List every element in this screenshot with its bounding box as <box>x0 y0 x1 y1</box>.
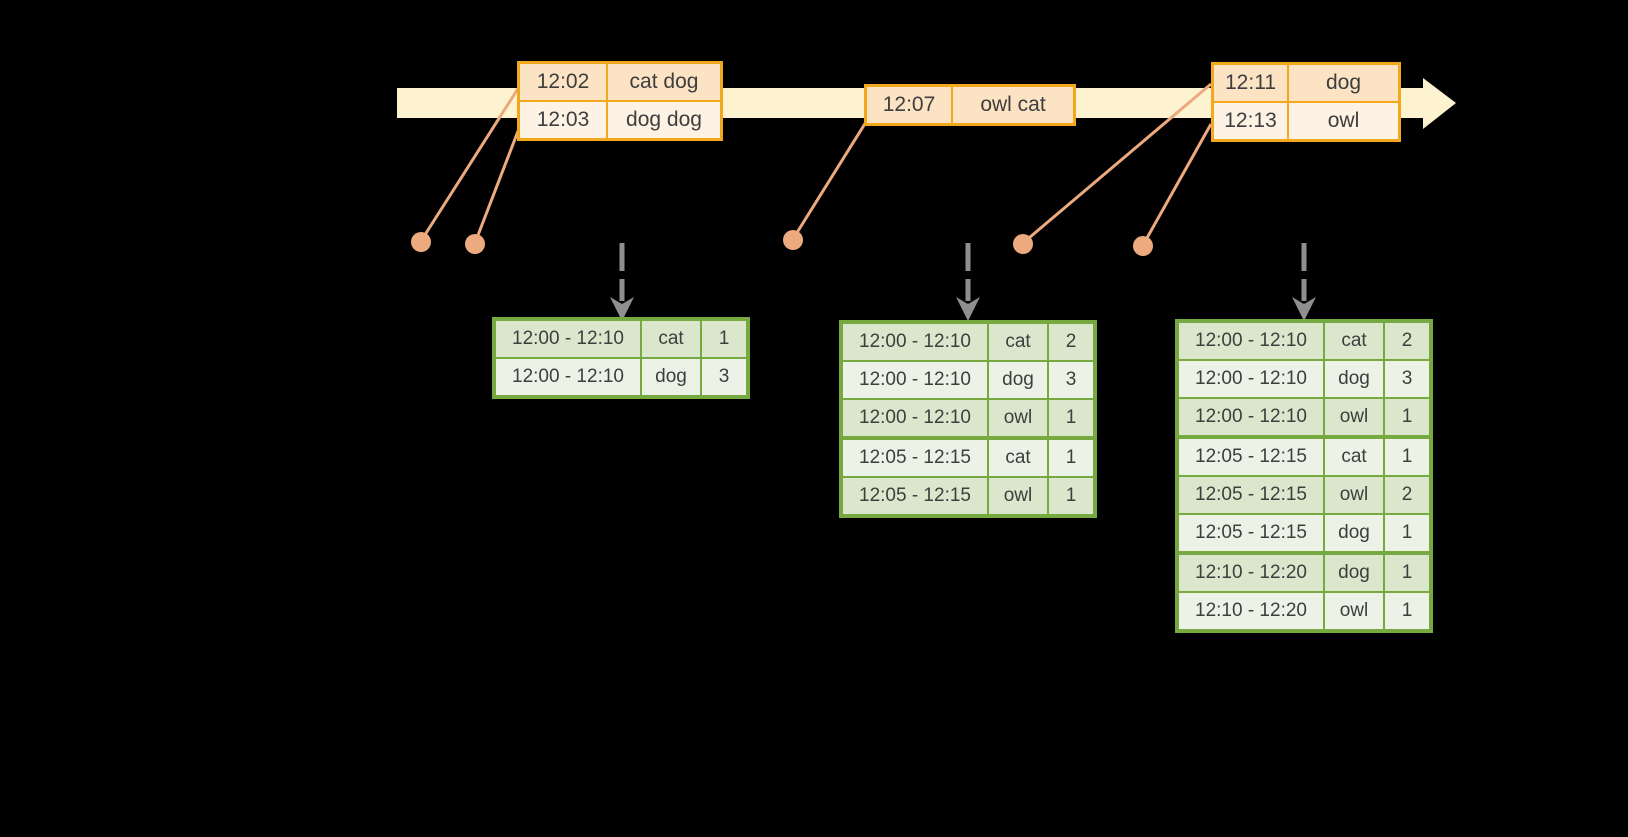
count-cell: 1 <box>1385 439 1429 475</box>
word-cell: cat <box>989 440 1049 476</box>
word-cell: cat <box>1325 439 1385 475</box>
trigger-arrowhead-icon <box>1292 297 1316 321</box>
count-cell: 1 <box>1385 555 1429 591</box>
event-row: 12:02 cat dog <box>520 64 720 100</box>
trigger-arrowhead-icon <box>610 297 634 321</box>
event-table-1: 12:02 cat dog 12:03 dog dog <box>517 61 723 141</box>
word-cell: owl <box>1325 399 1385 435</box>
event-row: 12:11 dog <box>1214 65 1398 101</box>
count-cell: 3 <box>1385 361 1429 397</box>
result-row: 12:00 - 12:10 dog 3 <box>496 357 746 395</box>
event-connector-line <box>1022 82 1212 245</box>
result-table-3: 12:00 - 12:10 cat 2 12:00 - 12:10 dog 3 … <box>1175 319 1433 633</box>
window-cell: 12:00 - 12:10 <box>843 400 989 436</box>
event-dot-icon <box>411 232 431 252</box>
result-row: 12:10 - 12:20 owl 1 <box>1179 591 1429 629</box>
count-cell: 1 <box>1049 400 1093 436</box>
window-cell: 12:05 - 12:15 <box>843 440 989 476</box>
result-row: 12:05 - 12:15 owl 1 <box>843 476 1093 514</box>
event-time-cell: 12:03 <box>520 102 608 138</box>
word-cell: dog <box>1325 555 1385 591</box>
count-cell: 3 <box>702 359 746 395</box>
word-cell: owl <box>1325 593 1385 629</box>
result-row: 12:05 - 12:15 dog 1 <box>1179 513 1429 551</box>
word-cell: cat <box>989 324 1049 360</box>
word-cell: cat <box>642 321 702 357</box>
event-dot-icon <box>783 230 803 250</box>
window-cell: 12:10 - 12:20 <box>1179 593 1325 629</box>
count-cell: 1 <box>1385 593 1429 629</box>
result-row: 12:00 - 12:10 cat 2 <box>1179 323 1429 359</box>
window-cell: 12:10 - 12:20 <box>1179 555 1325 591</box>
count-cell: 2 <box>1385 477 1429 513</box>
window-cell: 12:05 - 12:15 <box>1179 515 1325 551</box>
result-row: 12:00 - 12:10 dog 3 <box>1179 359 1429 397</box>
event-dot-icon <box>465 234 485 254</box>
window-cell: 12:00 - 12:10 <box>843 324 989 360</box>
event-dot-icon <box>1133 236 1153 256</box>
event-connector-line <box>473 125 522 244</box>
result-row: 12:00 - 12:10 cat 1 <box>496 321 746 357</box>
event-words-cell: dog dog <box>608 102 720 138</box>
result-table-1: 12:00 - 12:10 cat 1 12:00 - 12:10 dog 3 <box>492 317 750 399</box>
result-table-2: 12:00 - 12:10 cat 2 12:00 - 12:10 dog 3 … <box>839 320 1097 518</box>
event-time-cell: 12:13 <box>1214 103 1289 139</box>
event-connector-line <box>791 121 868 240</box>
word-cell: dog <box>1325 361 1385 397</box>
result-row: 12:05 - 12:15 cat 1 <box>843 436 1093 476</box>
count-cell: 1 <box>1385 399 1429 435</box>
event-row: 12:13 owl <box>1214 101 1398 139</box>
count-cell: 2 <box>1385 323 1429 359</box>
word-cell: owl <box>989 478 1049 514</box>
count-cell: 1 <box>702 321 746 357</box>
event-words-cell: cat dog <box>608 64 720 100</box>
count-cell: 3 <box>1049 362 1093 398</box>
result-row: 12:00 - 12:10 owl 1 <box>843 398 1093 436</box>
event-connector-line <box>1141 123 1213 246</box>
window-cell: 12:05 - 12:15 <box>1179 477 1325 513</box>
event-words-cell: owl cat <box>953 87 1073 123</box>
window-cell: 12:00 - 12:10 <box>1179 361 1325 397</box>
event-table-3: 12:11 dog 12:13 owl <box>1211 62 1401 142</box>
count-cell: 1 <box>1049 440 1093 476</box>
window-cell: 12:00 - 12:10 <box>1179 323 1325 359</box>
window-cell: 12:00 - 12:10 <box>496 321 642 357</box>
count-cell: 2 <box>1049 324 1093 360</box>
event-table-2: 12:07 owl cat <box>864 84 1076 126</box>
window-cell: 12:05 - 12:15 <box>1179 439 1325 475</box>
word-cell: dog <box>989 362 1049 398</box>
event-row: 12:07 owl cat <box>867 87 1073 123</box>
window-cell: 12:00 - 12:10 <box>1179 399 1325 435</box>
word-cell: owl <box>989 400 1049 436</box>
event-dot-icon <box>1013 234 1033 254</box>
word-cell: dog <box>642 359 702 395</box>
window-cell: 12:00 - 12:10 <box>843 362 989 398</box>
event-time-cell: 12:11 <box>1214 65 1289 101</box>
event-row: 12:03 dog dog <box>520 100 720 138</box>
result-row: 12:00 - 12:10 cat 2 <box>843 324 1093 360</box>
window-cell: 12:05 - 12:15 <box>843 478 989 514</box>
count-cell: 1 <box>1049 478 1093 514</box>
result-row: 12:05 - 12:15 owl 2 <box>1179 475 1429 513</box>
event-time-cell: 12:02 <box>520 64 608 100</box>
count-cell: 1 <box>1385 515 1429 551</box>
word-cell: owl <box>1325 477 1385 513</box>
word-cell: cat <box>1325 323 1385 359</box>
result-row: 12:00 - 12:10 dog 3 <box>843 360 1093 398</box>
word-cell: dog <box>1325 515 1385 551</box>
event-time-cell: 12:07 <box>867 87 953 123</box>
result-row: 12:10 - 12:20 dog 1 <box>1179 551 1429 591</box>
event-words-cell: dog <box>1289 65 1398 101</box>
timeline-arrowhead-icon <box>1423 78 1456 129</box>
window-cell: 12:00 - 12:10 <box>496 359 642 395</box>
result-row: 12:00 - 12:10 owl 1 <box>1179 397 1429 435</box>
trigger-arrowhead-icon <box>956 297 980 321</box>
event-words-cell: owl <box>1289 103 1398 139</box>
event-connector-line <box>419 86 521 242</box>
result-row: 12:05 - 12:15 cat 1 <box>1179 435 1429 475</box>
